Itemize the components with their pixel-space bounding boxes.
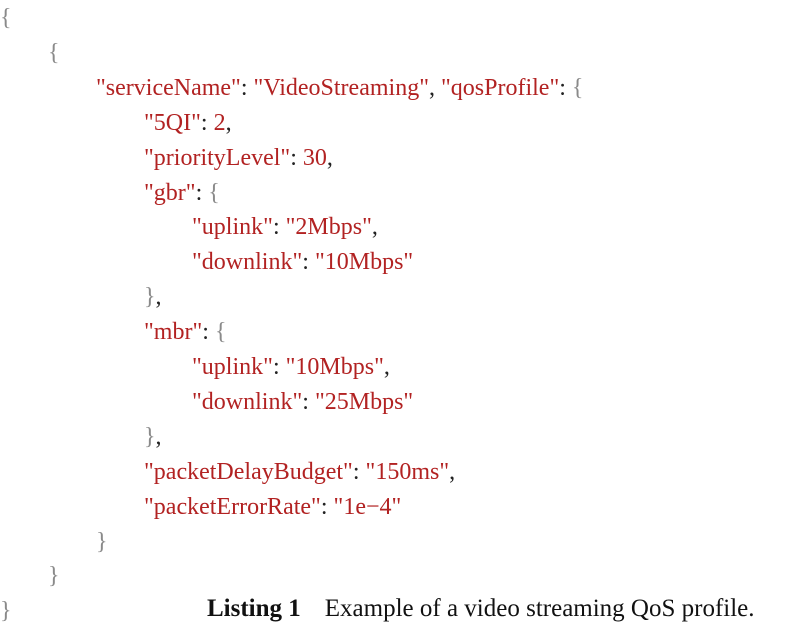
code-token-str: "uplink" — [192, 214, 273, 241]
code-token-str: "priorityLevel" — [144, 144, 291, 171]
listing-caption: Listing 1 Example of a video streaming Qo… — [207, 592, 755, 626]
code-token-str: "mbr" — [144, 319, 203, 346]
code-token-str: "downlink" — [192, 249, 303, 276]
code-token-punct: : — [320, 493, 334, 520]
code-token-str: "10Mbps" — [314, 249, 414, 276]
code-line: { — [48, 36, 60, 70]
code-line: } — [0, 594, 12, 628]
code-token-str: "150ms" — [365, 458, 450, 485]
code-line: "gbr": { — [144, 176, 220, 210]
code-token-str: "downlink" — [192, 388, 303, 415]
code-token-punct: : — [272, 214, 286, 241]
code-token-str: "1e−4" — [333, 493, 402, 520]
code-token-str: "VideoStreaming" — [253, 74, 429, 101]
code-line: "5QI": 2, — [144, 106, 232, 140]
code-line: "priorityLevel": 30, — [144, 141, 333, 175]
code-token-brace: } — [48, 563, 60, 590]
code-token-str: "qosProfile" — [440, 74, 560, 101]
code-line: { — [0, 1, 12, 35]
code-token-brace: { — [0, 5, 12, 31]
code-token-punct: : — [272, 354, 286, 380]
code-token-punct: : — [195, 179, 209, 206]
code-token-str: "serviceName" — [96, 74, 241, 101]
code-token-str: "2Mbps" — [285, 214, 372, 241]
code-token-str: "packetDelayBudget" — [144, 458, 353, 485]
code-token-punct: : — [200, 109, 214, 136]
code-token-brace: } — [0, 598, 12, 625]
code-token-punct: : — [302, 249, 315, 276]
code-line: }, — [144, 280, 162, 314]
code-token-num: 30 — [302, 144, 327, 171]
code-token-punct: : — [202, 319, 215, 346]
code-token-punct: , — [371, 214, 378, 241]
code-token-punct: , — [326, 144, 333, 171]
code-token-str: "uplink" — [192, 354, 273, 380]
code-line: } — [48, 559, 60, 593]
code-line: "serviceName": "VideoStreaming", "qosPro… — [96, 71, 583, 105]
code-token-brace: { — [571, 74, 584, 101]
code-token-str: "packetErrorRate" — [144, 493, 321, 520]
code-line: "downlink": "10Mbps" — [192, 245, 413, 279]
code-token-brace: } — [96, 528, 108, 555]
code-token-brace: { — [208, 179, 220, 206]
code-token-punct: : — [559, 74, 572, 101]
code-line: "packetErrorRate": "1e−4" — [144, 490, 401, 524]
code-token-punct: , — [449, 458, 456, 485]
code-token-brace: { — [214, 319, 227, 346]
code-line: "packetDelayBudget": "150ms", — [144, 455, 455, 489]
code-line: } — [96, 525, 108, 559]
code-token-punct: , — [225, 109, 232, 136]
code-token-brace: } — [144, 423, 156, 450]
code-token-punct: : — [290, 144, 303, 171]
code-token-punct: , — [155, 284, 162, 311]
code-token-str: "5QI" — [144, 109, 201, 136]
code-token-str: "25Mbps" — [314, 388, 414, 415]
code-line: "uplink": "2Mbps", — [192, 210, 378, 244]
code-token-punct: , — [428, 74, 441, 101]
code-token-punct: , — [383, 354, 390, 380]
code-token-brace: { — [48, 39, 60, 66]
code-line: }, — [144, 420, 162, 454]
caption-label: Listing 1 — [207, 595, 301, 622]
code-token-num: 2 — [213, 109, 226, 136]
code-token-brace: } — [144, 284, 156, 311]
code-token-str: "10Mbps" — [285, 354, 384, 380]
caption-text: Example of a video streaming QoS profile… — [324, 595, 755, 622]
code-line: "uplink": "10Mbps", — [192, 350, 390, 384]
code-line: "mbr": { — [144, 315, 226, 349]
code-token-punct: : — [240, 74, 254, 101]
code-token-str: "gbr" — [144, 179, 196, 206]
code-token-punct: , — [155, 423, 162, 450]
code-token-punct: : — [302, 388, 315, 415]
code-line: "downlink": "25Mbps" — [192, 385, 413, 419]
code-token-punct: : — [352, 458, 366, 485]
